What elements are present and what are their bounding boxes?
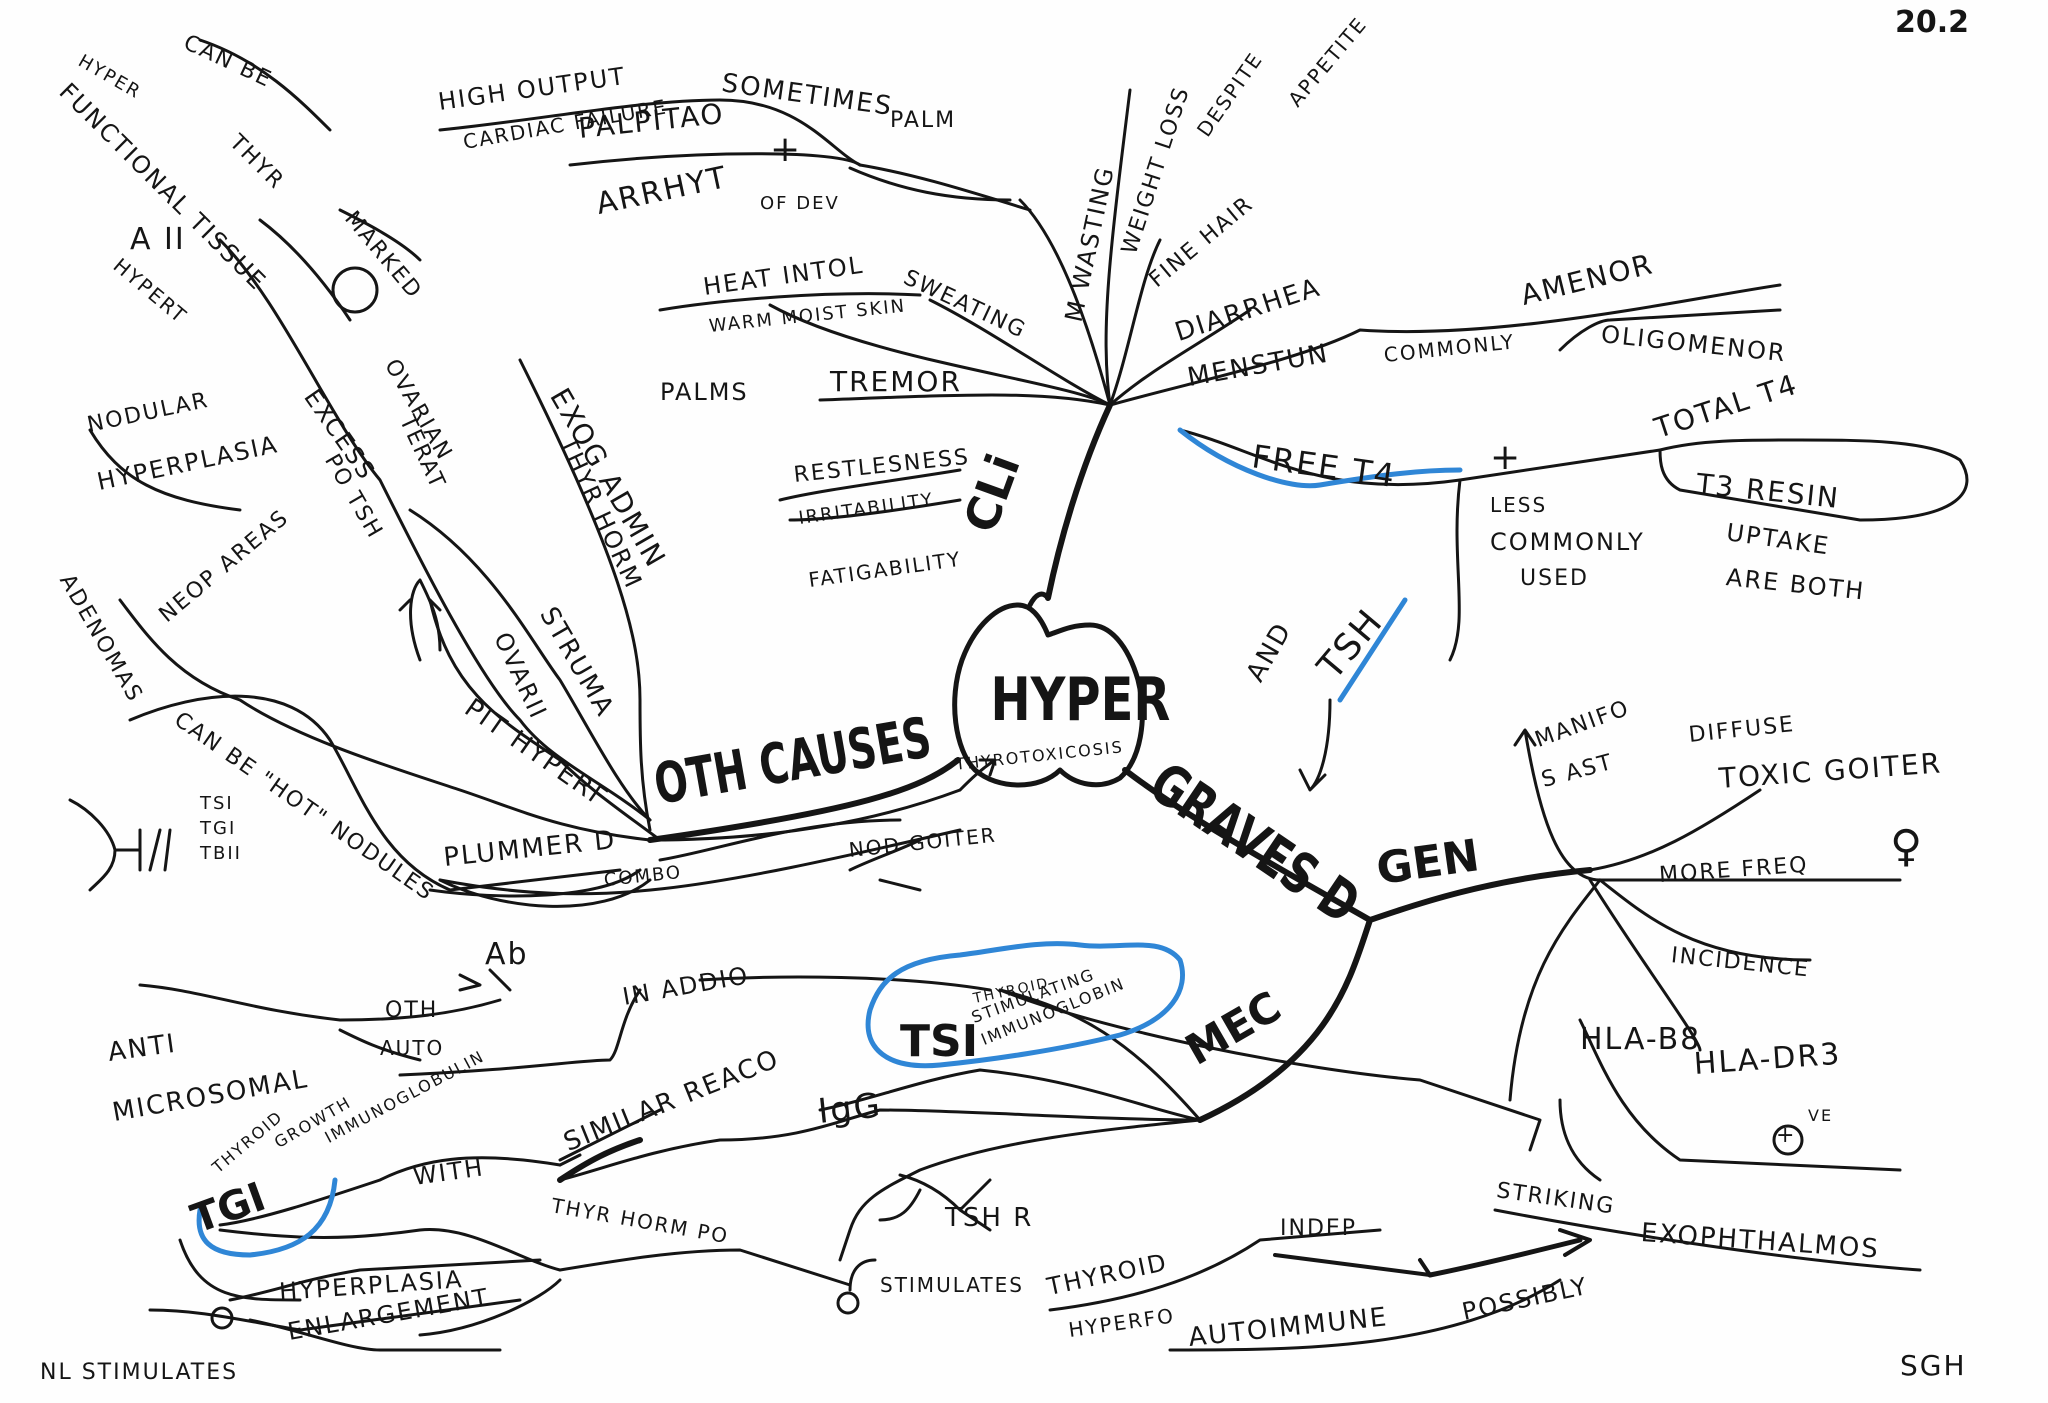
label-other-auto-1: OTH bbox=[385, 998, 439, 1023]
page-number: 20.2 bbox=[1895, 5, 1970, 40]
label-tsh-r: TSH R bbox=[945, 1203, 1034, 1233]
label-plus-cardiac: + bbox=[770, 129, 803, 170]
center-title: HYPER bbox=[990, 665, 1171, 735]
label-indep: INDEP bbox=[1280, 1216, 1358, 1241]
initials: SGH bbox=[1900, 1349, 1967, 1382]
label-ve: VE bbox=[1808, 1106, 1834, 1125]
female-symbol-icon: ♀ bbox=[1890, 821, 1925, 872]
free-t4-blue-underline bbox=[1177, 427, 1463, 489]
label-tsi: TSI bbox=[900, 1016, 979, 1067]
label-igg: IgG bbox=[816, 1085, 884, 1132]
label-positive: + bbox=[1776, 1123, 1797, 1148]
label-less-used-2: COMMONLY bbox=[1490, 528, 1645, 556]
label-of-dev: OF DEV bbox=[760, 193, 840, 214]
label-palms: PALMS bbox=[660, 378, 749, 406]
branch-cli bbox=[1045, 402, 1113, 601]
label-hla-b8: HLA-B8 bbox=[1580, 1022, 1702, 1057]
label-less-used-1: LESS bbox=[1490, 493, 1548, 517]
label-a-ii: A II bbox=[130, 222, 186, 257]
label-other-auto-2: AUTO bbox=[380, 1036, 445, 1060]
branch-mec bbox=[1197, 917, 1373, 1123]
label-nl-stimulates: NL STIMULATES bbox=[40, 1360, 239, 1385]
thyroid-outline bbox=[952, 602, 1145, 788]
label-tbii-list: TBII bbox=[200, 843, 242, 864]
label-tgi-list: TGI bbox=[200, 818, 237, 839]
label-ab: Ab bbox=[485, 937, 529, 972]
label-less-used-3: USED bbox=[1520, 566, 1589, 591]
tsi-blue-cloud bbox=[865, 941, 1185, 1069]
label-tsi-list: TSI bbox=[200, 793, 234, 814]
label-tremor: TREMOR bbox=[830, 365, 962, 398]
tsh-blue-underline bbox=[1337, 597, 1408, 703]
tgi-blue-underline bbox=[196, 1177, 338, 1258]
label-plus-labs: + bbox=[1490, 437, 1523, 478]
label-stimulates: STIMULATES bbox=[880, 1273, 1024, 1297]
label-palm: PALM bbox=[890, 108, 957, 133]
arrow-to-graves bbox=[1298, 698, 1332, 792]
branch-oth-causes bbox=[647, 757, 961, 843]
